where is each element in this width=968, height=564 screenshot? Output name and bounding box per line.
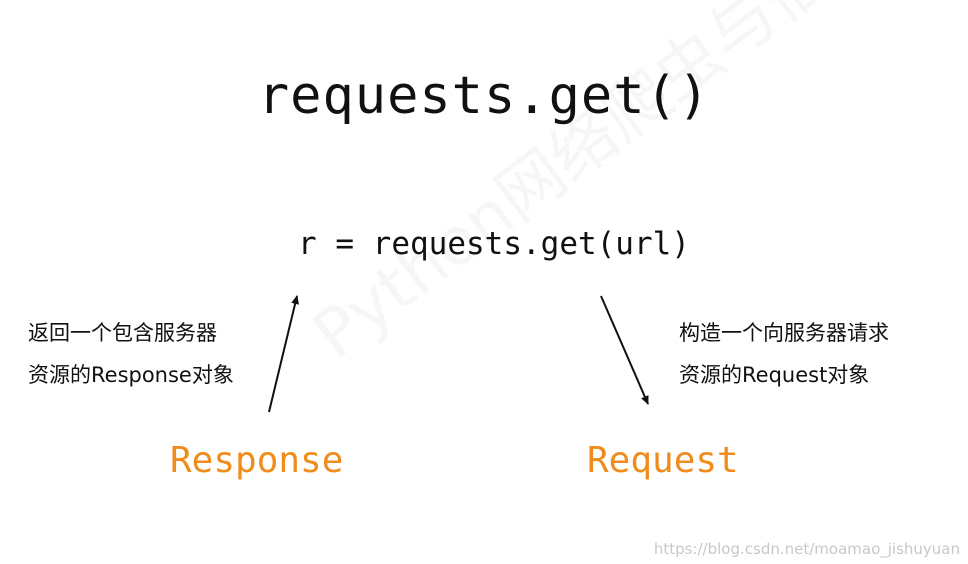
response-description: 返回一个包含服务器 资源的Response对象 xyxy=(28,312,234,396)
request-description-line-1: 构造一个向服务器请求 xyxy=(679,321,889,345)
request-arrow xyxy=(600,295,649,405)
request-description-line-2: 资源的Request对象 xyxy=(679,363,870,387)
response-description-line-2: 资源的Response对象 xyxy=(28,363,234,387)
response-description-line-1: 返回一个包含服务器 xyxy=(28,321,217,345)
response-arrow xyxy=(268,295,300,413)
diagram-title: requests.get() xyxy=(257,66,711,126)
request-object-label: Request xyxy=(587,440,739,481)
request-description: 构造一个向服务器请求 资源的Request对象 xyxy=(679,312,889,396)
response-object-label: Response xyxy=(170,440,344,481)
source-url-watermark: https://blog.csdn.net/moamao_jishuyuan xyxy=(653,540,960,558)
code-statement: r = requests.get(url) xyxy=(298,226,690,262)
